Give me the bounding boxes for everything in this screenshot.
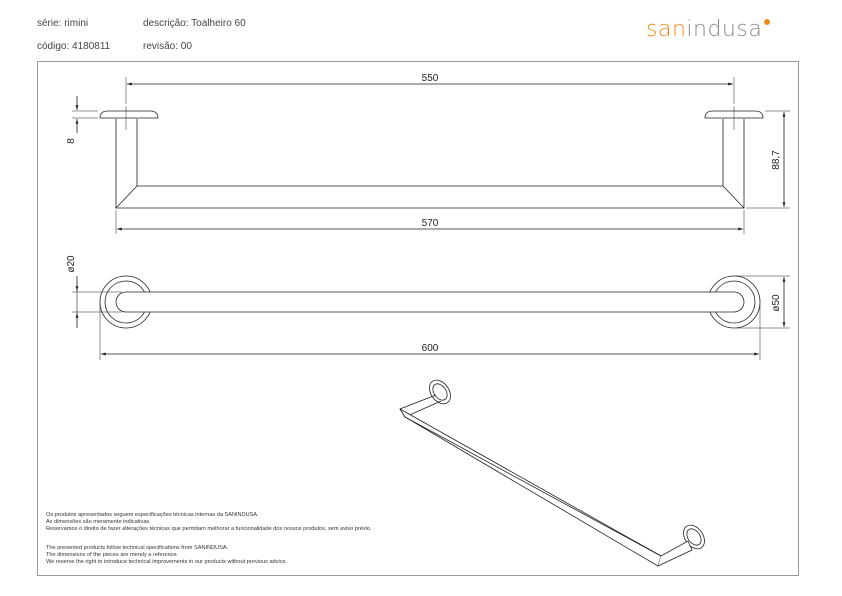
note-pt-3: Reservamos o direito de fazer alterações… xyxy=(46,526,372,532)
note-pt-2: As dimensões são meramente indicativas. xyxy=(46,519,151,525)
dim-label-550: 550 xyxy=(422,73,439,84)
sanindusa-logo: sanindusa xyxy=(646,17,771,42)
front-view xyxy=(72,77,790,234)
bar-inner-outline xyxy=(136,119,724,187)
top-view xyxy=(72,275,790,360)
logo-text: indusa xyxy=(686,17,763,42)
note-en-2: The dimensions of the pieces are merely … xyxy=(46,552,179,558)
bar-outer-outline xyxy=(115,119,745,209)
dim-label-8: 8 xyxy=(66,138,77,144)
logo-dot-icon xyxy=(764,19,771,25)
code-label: código: 4180811 xyxy=(37,41,111,52)
dim-label-diam-50: ø50 xyxy=(771,294,782,312)
iso-back-base-outer xyxy=(429,379,451,405)
isometric-view xyxy=(399,379,705,567)
note-pt-1: Os produtos apresentados seguem especifi… xyxy=(46,512,259,518)
description-label: descrição: Toalheiro 60 xyxy=(143,18,246,29)
dim-label-570: 570 xyxy=(422,218,439,229)
revision-label: revisão: 00 xyxy=(143,41,192,52)
bar-top-outline xyxy=(115,291,745,313)
dim-label-diam-20: ø20 xyxy=(66,255,77,273)
dim-label-88-7: 88,7 xyxy=(771,150,782,170)
right-flange xyxy=(704,110,764,119)
serie-label: série: rimini xyxy=(37,18,89,29)
dim-label-600: 600 xyxy=(422,343,439,354)
note-en-3: We reserve the right to introduce techni… xyxy=(46,559,288,565)
note-en-1: The presented products follow technical … xyxy=(46,545,229,551)
drawing-frame xyxy=(37,61,799,576)
left-flange xyxy=(99,110,159,119)
logo-accent-text: san xyxy=(646,17,687,42)
